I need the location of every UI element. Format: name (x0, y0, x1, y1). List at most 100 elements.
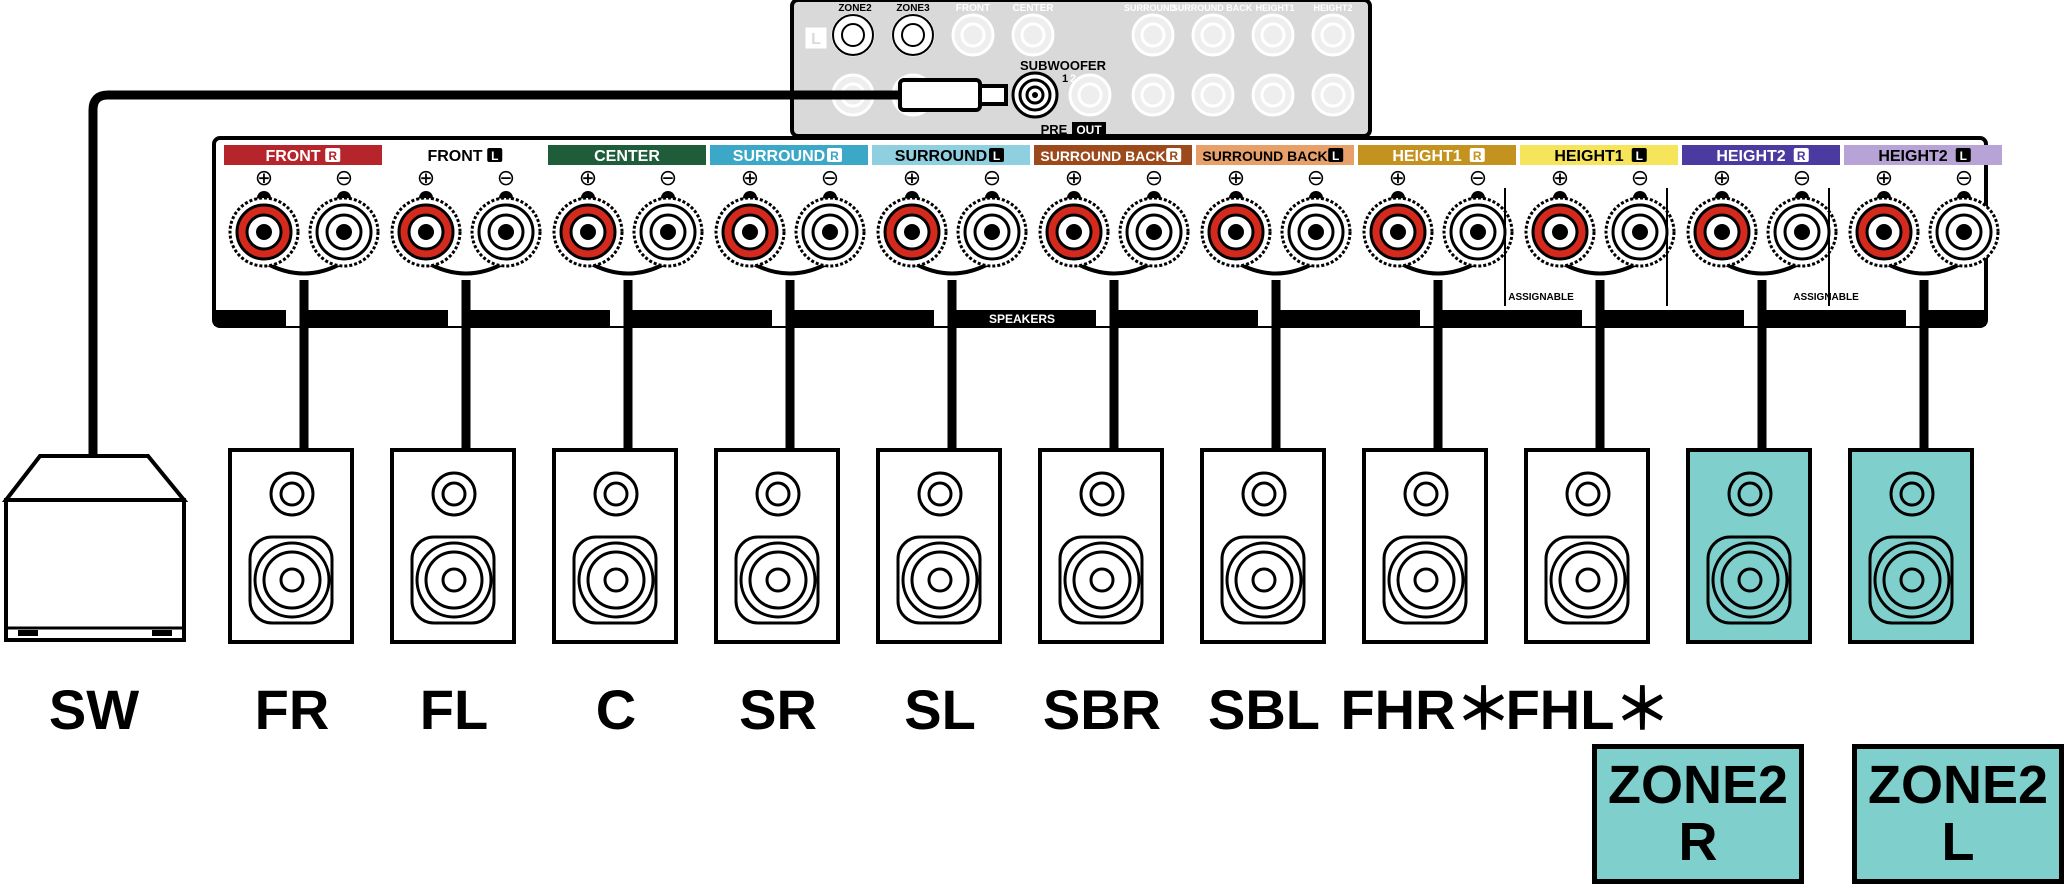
speakers-label: SPEAKERS (989, 312, 1055, 326)
zone2-left-box: ZONE2 L (1852, 744, 2064, 884)
preout-label: ZONE3 (896, 3, 930, 14)
negative-terminal (956, 191, 1028, 268)
negative-terminal (308, 191, 380, 268)
speaker-cabinet (1362, 448, 1488, 644)
plus-symbol: ⊕ (1875, 165, 1893, 190)
zone2-right-line2: R (1678, 812, 1718, 872)
terminal-name: HEIGHT1 (1554, 148, 1623, 165)
speaker-label: SL (904, 678, 976, 741)
terminal-name: SURROUND (895, 148, 987, 165)
speaker-cabinet (1200, 448, 1326, 644)
speaker-label: SR (739, 678, 817, 741)
subwoofer-box (1, 454, 189, 642)
preout-jack (1131, 13, 1175, 57)
terminal-header: CENTER⊕⊖ (548, 145, 706, 276)
speaker-row (1, 448, 1974, 644)
subwoofer-cable (88, 78, 1008, 460)
minus-symbol: ⊖ (1793, 165, 1811, 190)
terminal-name: HEIGHT1 (1392, 148, 1461, 165)
speaker-label: SBR (1042, 678, 1162, 741)
terminal-name: HEIGHT2 (1716, 148, 1785, 165)
speaker-label: FHR＊ (1340, 678, 1512, 741)
speaker-cabinet (1524, 448, 1650, 644)
negative-terminal (1766, 191, 1838, 268)
minus-symbol: ⊖ (1145, 165, 1163, 190)
positive-terminal (1686, 191, 1758, 268)
terminal-side: L (993, 149, 1000, 163)
speaker-label: FL (419, 678, 489, 741)
terminal-name: FRONT (427, 148, 482, 165)
plus-symbol: ⊕ (903, 165, 921, 190)
plus-symbol: ⊕ (255, 165, 273, 190)
plus-symbol: ⊕ (1227, 165, 1245, 190)
positive-terminal (1848, 191, 1920, 268)
positive-terminal (228, 191, 300, 268)
speaker-cabinet (714, 448, 840, 644)
preout-label: SURROUND BACK (1172, 3, 1253, 13)
speaker-cabinet (390, 448, 516, 644)
speaker-label: SW (48, 678, 140, 741)
positive-terminal (1362, 191, 1434, 268)
assignable-label-2: ASSIGNABLE (1793, 292, 1859, 303)
minus-symbol: ⊖ (335, 165, 353, 190)
preout-jack (951, 13, 995, 57)
terminal-name: SURROUND (733, 148, 825, 165)
preout-label: ZONE2 (838, 3, 872, 14)
positive-terminal (1038, 191, 1110, 268)
preout-label: SURROUND (1124, 3, 1177, 13)
terminal-side: R (1473, 149, 1482, 163)
plus-symbol: ⊕ (741, 165, 759, 190)
preout-pre-label: PRE (1041, 122, 1068, 137)
negative-terminal (470, 191, 542, 268)
preout-out-label: OUT (1076, 123, 1102, 137)
plus-symbol: ⊕ (1713, 165, 1731, 190)
speaker-cabinet (1686, 448, 1812, 644)
positive-terminal (1524, 191, 1596, 268)
plus-symbol: ⊕ (1065, 165, 1083, 190)
plus-symbol: ⊕ (1389, 165, 1407, 190)
preout-jack (1191, 13, 1235, 57)
negative-terminal (1604, 191, 1676, 268)
terminal-name: SURROUND BACK (1040, 148, 1165, 164)
zone-preout-jack (832, 14, 874, 56)
minus-symbol: ⊖ (1955, 165, 1973, 190)
preout-label: HEIGHT2 (1313, 3, 1352, 13)
preout-jack (1311, 73, 1355, 117)
negative-terminal (1442, 191, 1514, 268)
terminal-side: L (491, 149, 498, 163)
terminal-side: R (1797, 149, 1806, 163)
terminal-name: CENTER (594, 148, 660, 165)
terminal-side: L (1636, 149, 1643, 163)
plus-symbol: ⊕ (1551, 165, 1569, 190)
positive-terminal (714, 191, 786, 268)
terminal-name: FRONT (265, 148, 320, 165)
preout-label: HEIGHT1 (1255, 3, 1294, 13)
speaker-cabinet (1848, 448, 1974, 644)
subwoofer-jack-number-1: 1 (1062, 73, 1068, 85)
negative-terminal (632, 191, 704, 268)
preout-jack (1251, 13, 1295, 57)
assignable-label-1: ASSIGNABLE (1508, 292, 1574, 303)
zone2-left-line1: ZONE2 (1867, 755, 2049, 816)
terminal-side: R (1169, 149, 1178, 163)
speaker-cabinet (228, 448, 354, 644)
terminal-name: SURROUND BACK (1202, 148, 1327, 164)
minus-symbol: ⊖ (659, 165, 677, 190)
negative-terminal (1280, 191, 1352, 268)
minus-symbol: ⊖ (497, 165, 515, 190)
speaker-cabinet (876, 448, 1002, 644)
positive-terminal (1200, 191, 1272, 268)
speaker-label: FHL＊ (1505, 678, 1671, 741)
preout-jack (1191, 73, 1235, 117)
terminal-side: L (1332, 149, 1339, 163)
minus-symbol: ⊖ (1469, 165, 1487, 190)
zone2-left-line2: L (1941, 812, 1975, 872)
terminal-side: L (1960, 149, 1967, 163)
